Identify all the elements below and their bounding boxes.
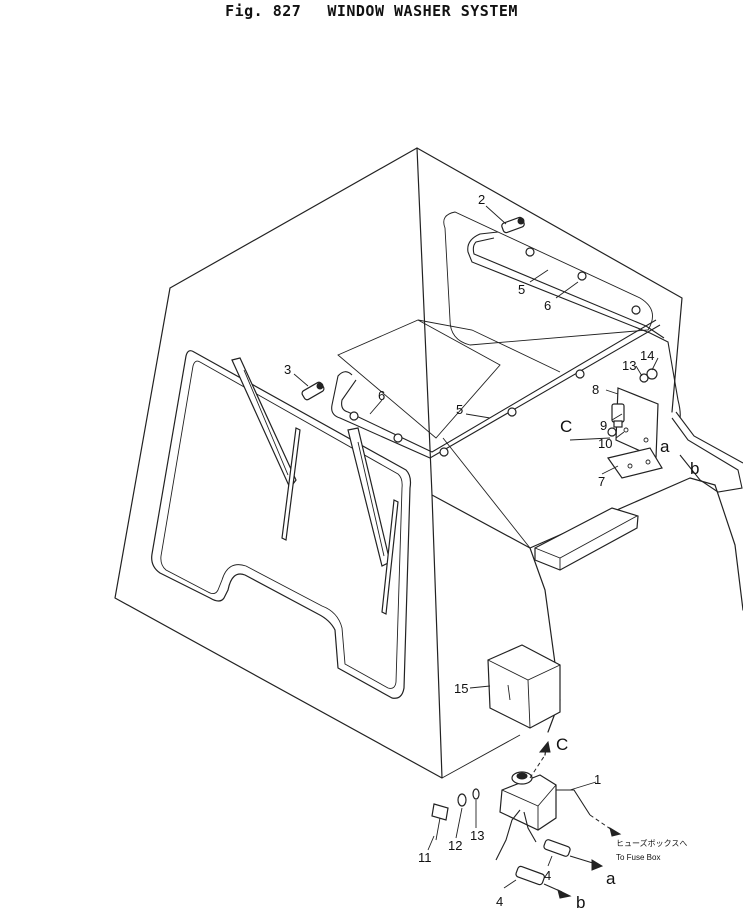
callout-4-lower: 4	[496, 894, 503, 909]
callout-14: 14	[640, 348, 654, 363]
callout-2: 2	[478, 192, 485, 207]
callout-3: 3	[284, 362, 291, 377]
wipers	[231, 357, 399, 615]
wiper-arm-right	[347, 427, 391, 567]
arrow-to-fuse	[609, 826, 622, 837]
fuse-note-jp: ヒューズボックスへ	[616, 838, 687, 848]
clamp-6	[575, 369, 585, 379]
leader-lines	[293, 205, 659, 889]
cab-roof-edge	[416, 147, 683, 413]
windshield	[151, 350, 412, 699]
clamp-6	[439, 447, 449, 457]
arrow-to-b	[557, 889, 572, 899]
arrow-to-a	[591, 859, 604, 871]
callout-13-lower: 13	[470, 828, 484, 843]
console-block	[534, 507, 639, 571]
upper-piping	[331, 231, 743, 493]
clamp-6	[577, 271, 587, 281]
washer-12	[457, 793, 467, 807]
nozzle-2	[501, 216, 525, 234]
windshield-inner	[160, 360, 403, 689]
cab-rear-window	[443, 211, 653, 346]
hose-joint-4-upper	[543, 839, 571, 857]
clamp-6	[349, 411, 359, 421]
nozzle-3	[301, 381, 325, 401]
hose-joint-4-lower	[515, 865, 545, 886]
callout-9: 9	[600, 418, 607, 433]
bolt-11	[431, 803, 449, 841]
callout-8: 8	[592, 382, 599, 397]
arrow-to-c	[538, 740, 551, 753]
callout-12: 12	[448, 838, 462, 853]
callout-6-upper: 6	[544, 298, 551, 313]
clamp-6	[631, 305, 641, 315]
callout-1: 1	[594, 772, 601, 787]
wiper-blade-left	[281, 427, 301, 541]
washer-10	[607, 427, 617, 437]
cab-body	[114, 147, 743, 779]
washer-pump-1	[495, 771, 616, 861]
figure-title: Fig. 827 WINDOW WASHER SYSTEM	[0, 2, 743, 20]
cab-roof-opening	[337, 319, 501, 439]
fuse-note-en: To Fuse Box	[616, 853, 660, 862]
connector-a-top: a	[660, 437, 670, 456]
connector-b-top: b	[690, 459, 699, 478]
clamp-6	[393, 433, 403, 443]
nut-14	[646, 368, 658, 380]
hose-5-upper	[467, 231, 681, 419]
tank-cover-15	[487, 644, 561, 729]
connector-c-bottom: C	[556, 735, 568, 754]
figure-number: Fig. 827	[225, 2, 302, 20]
cab-left-face	[114, 147, 443, 779]
connector-a-bottom: a	[606, 869, 616, 888]
callout-13-top: 13	[622, 358, 636, 373]
callout-7: 7	[598, 474, 605, 489]
wiper-arm-left	[231, 357, 297, 490]
bracket-7	[607, 447, 663, 479]
clamp-6	[507, 407, 517, 417]
washer-13-lower	[472, 788, 480, 800]
callout-5-lower: 5	[456, 402, 463, 417]
wiper-blade-right	[381, 499, 399, 615]
callout-6-lower: 6	[378, 388, 385, 403]
windshield-outer	[151, 350, 412, 699]
check-valve-9	[611, 403, 625, 428]
hose-to-pump	[671, 417, 743, 493]
clamp-6	[525, 247, 535, 257]
callout-5-upper: 5	[518, 282, 525, 297]
hose-5-lower	[331, 324, 661, 459]
callout-15: 15	[454, 681, 468, 696]
connector-c-top: C	[560, 417, 572, 436]
callout-10: 10	[598, 436, 612, 451]
connector-b-bottom: b	[576, 893, 585, 910]
figure-name: WINDOW WASHER SYSTEM	[327, 2, 518, 20]
callout-4-upper: 4	[544, 868, 551, 883]
callout-11: 11	[418, 850, 432, 865]
